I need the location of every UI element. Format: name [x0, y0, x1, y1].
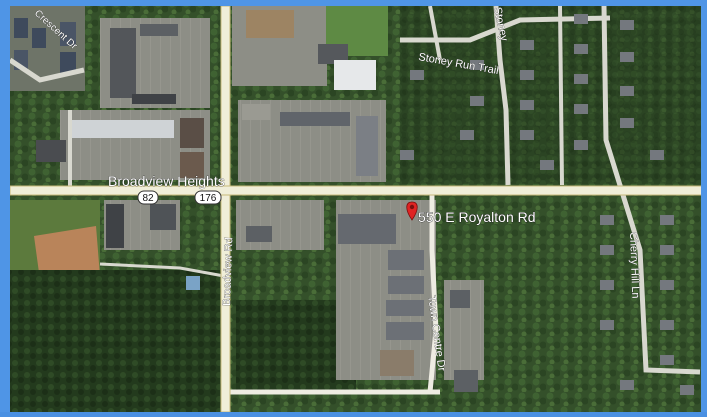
roof — [388, 276, 424, 294]
roof — [14, 18, 28, 38]
roof — [106, 204, 124, 248]
road-royalton — [9, 185, 707, 196]
houses-ne — [400, 14, 664, 170]
building-north-a — [110, 28, 136, 98]
lot — [236, 200, 324, 250]
roof — [356, 116, 378, 176]
roof — [180, 152, 204, 178]
roof — [386, 322, 424, 340]
shield-82: 82 — [137, 190, 159, 205]
shield-82-text: 82 — [142, 193, 154, 204]
roof — [388, 250, 424, 270]
location-pin-icon[interactable] — [406, 201, 418, 221]
label-broadview-heights: Broadview Heights — [108, 173, 225, 189]
road-broadview-rd — [220, 5, 231, 413]
roof — [280, 112, 350, 126]
houses-se — [600, 215, 694, 395]
label-broadview-rd: Broadview Rd — [221, 237, 235, 306]
marker-label[interactable]: 550 E Royalton Rd — [418, 209, 536, 226]
building-plaza — [68, 120, 174, 138]
roof — [180, 118, 204, 148]
roof — [60, 22, 76, 46]
label-cherry-hill-ln: Cherry Hill Ln — [627, 232, 641, 299]
road — [558, 5, 564, 186]
road — [428, 5, 442, 61]
woods-sw — [10, 270, 220, 412]
dirt-area — [34, 226, 100, 280]
building-north-b — [140, 24, 178, 36]
roof — [60, 52, 76, 74]
road-stoney — [493, 5, 511, 186]
shield-176-text: 176 — [200, 193, 217, 204]
roof — [242, 104, 270, 120]
roof — [150, 204, 176, 230]
roof — [386, 300, 424, 316]
roof — [318, 44, 348, 64]
road-cherry-hill — [601, 5, 701, 375]
pool — [186, 276, 200, 290]
building-white — [334, 60, 376, 90]
building-550 — [338, 214, 396, 244]
roof — [450, 290, 470, 308]
road — [99, 262, 225, 278]
shield-176: 176 — [194, 190, 222, 205]
roof — [132, 94, 176, 104]
roof — [246, 226, 272, 242]
road-crescent — [8, 57, 85, 83]
roof — [380, 350, 414, 376]
road-town-centre — [427, 192, 439, 393]
ballfield — [246, 10, 294, 38]
roof — [36, 140, 66, 162]
roof — [454, 370, 478, 392]
roof — [32, 28, 46, 48]
